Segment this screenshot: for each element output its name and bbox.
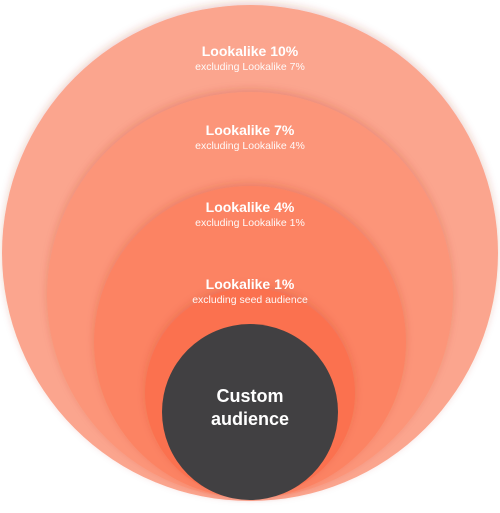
ring-title: Lookalike 1% [205,276,295,292]
ring-title: Lookalike 7% [205,122,295,138]
ring-subtitle: excluding Lookalike 4% [195,140,305,152]
ring-title: Lookalike 10% [201,43,299,59]
ring-subtitle: excluding seed audience [192,294,308,306]
center-custom-audience [162,324,338,500]
ring-label-lookalike-7: Lookalike 7% excluding Lookalike 4% [0,121,500,153]
ring-subtitle: excluding Lookalike 7% [195,61,305,73]
ring-label-lookalike-4: Lookalike 4% excluding Lookalike 1% [0,198,500,230]
center-label-line-1: Custom [216,386,284,406]
center-label: Custom audience [160,385,340,431]
ring-title: Lookalike 4% [205,199,295,215]
ring-label-lookalike-10: Lookalike 10% excluding Lookalike 7% [0,42,500,74]
ring-subtitle: excluding Lookalike 1% [195,217,305,229]
ring-label-lookalike-1: Lookalike 1% excluding seed audience [0,275,500,307]
center-label-line-2: audience [210,409,290,429]
